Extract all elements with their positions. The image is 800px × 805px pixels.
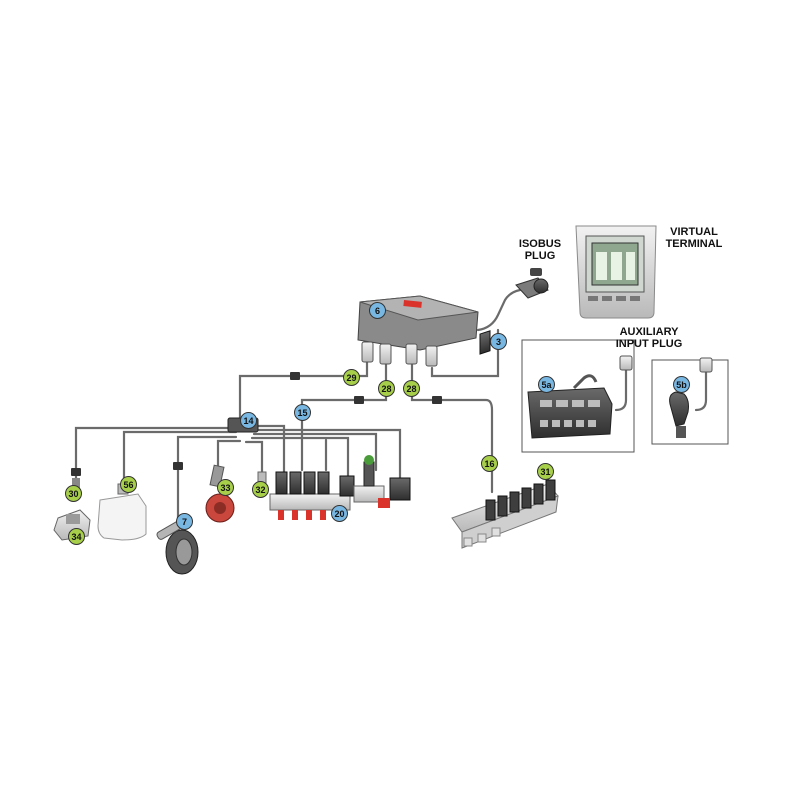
auxiliary-input-plug-label: AUXILIARY INPUT PLUG — [615, 326, 683, 350]
wheel-sensor-7-device — [156, 520, 199, 575]
badge-31: 31 — [537, 463, 554, 480]
cable-56 — [122, 430, 238, 480]
inline-connectors — [71, 372, 442, 476]
badge-20: 20 — [331, 505, 348, 522]
badge-15: 15 — [294, 404, 311, 421]
badge-56: 56 — [120, 476, 137, 493]
badge-5a: 5a — [538, 376, 555, 393]
aux-box-5a — [521, 339, 635, 453]
badge-30: 30 — [65, 485, 82, 502]
isobus-plug-device — [515, 268, 549, 299]
cable-5b — [694, 370, 708, 412]
cable-7 — [176, 435, 238, 522]
cable-3 — [476, 288, 522, 332]
valve-block-31 — [451, 330, 559, 549]
cables — [74, 288, 708, 522]
badge-34: 34 — [68, 528, 85, 545]
badge-32: 32 — [252, 481, 269, 498]
badge-33: 33 — [217, 479, 234, 496]
virtual-terminal-label: VIRTUAL TERMINAL — [665, 226, 723, 250]
isobus-plug-label: ISOBUS PLUG — [518, 238, 562, 262]
badge-14: 14 — [240, 412, 257, 429]
badge-3: 3 — [490, 333, 507, 350]
virtual-terminal-device — [575, 225, 657, 319]
aux-box-5b — [651, 357, 729, 445]
badge-28-right: 28 — [403, 380, 420, 397]
cable-20c — [254, 428, 402, 484]
cable-29 — [238, 360, 369, 422]
badge-7: 7 — [176, 513, 193, 530]
cable-20b — [252, 432, 378, 472]
badge-16: 16 — [481, 455, 498, 472]
badge-29: 29 — [343, 369, 360, 386]
cable-28-right — [410, 360, 494, 494]
cable-32 — [244, 440, 264, 474]
cable-3b — [430, 328, 500, 378]
cable-manifold — [248, 424, 286, 478]
badge-6: 6 — [369, 302, 386, 319]
tank-56-device — [97, 483, 147, 541]
ecu-device — [357, 295, 479, 367]
cable-5a — [614, 368, 628, 412]
badge-5b: 5b — [673, 376, 690, 393]
badge-28-left: 28 — [378, 380, 395, 397]
